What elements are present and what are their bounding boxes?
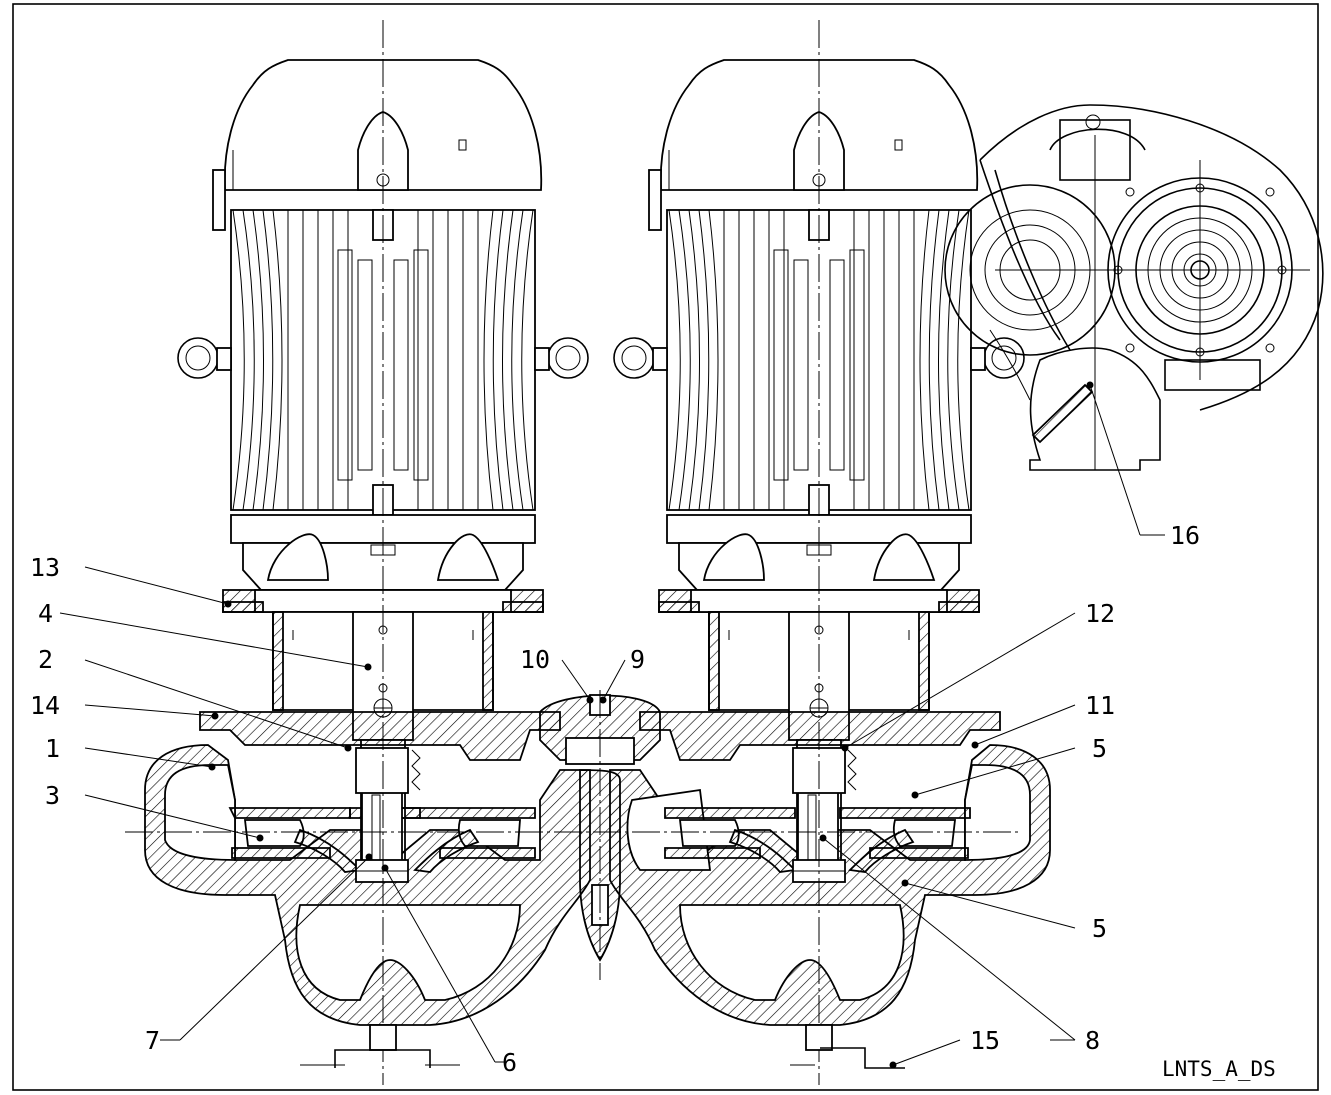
callout-13: 13 bbox=[30, 553, 60, 582]
callout-labels: 13 4 2 14 1 3 7 6 10 9 12 11 5 5 8 15 16 bbox=[30, 521, 1200, 1077]
sheet-border bbox=[12, 3, 1319, 1091]
callout-16: 16 bbox=[1170, 521, 1200, 550]
impeller-right bbox=[664, 747, 971, 883]
drawing-code: LNTS_A_DS bbox=[1162, 1057, 1276, 1081]
callout-8: 8 bbox=[1085, 1026, 1100, 1055]
callout-7: 7 bbox=[145, 1026, 160, 1055]
impeller-left bbox=[228, 747, 536, 883]
callout-4: 4 bbox=[38, 599, 53, 628]
pump-casing bbox=[144, 694, 1051, 1026]
callout-12: 12 bbox=[1085, 599, 1115, 628]
callout-11: 11 bbox=[1085, 691, 1115, 720]
pump-feet bbox=[300, 1024, 905, 1069]
inset-top-view bbox=[944, 104, 1324, 471]
leader-lines bbox=[59, 384, 1165, 1066]
callout-5-lower: 5 bbox=[1092, 914, 1107, 943]
callout-6: 6 bbox=[502, 1048, 517, 1077]
callout-15: 15 bbox=[970, 1026, 1000, 1055]
callout-1: 1 bbox=[45, 734, 60, 763]
callout-3: 3 bbox=[45, 781, 60, 810]
callout-14: 14 bbox=[30, 691, 60, 720]
callout-5-upper: 5 bbox=[1092, 734, 1107, 763]
callout-2: 2 bbox=[38, 645, 53, 674]
callout-9: 9 bbox=[630, 645, 645, 674]
callout-dots bbox=[208, 381, 1094, 1069]
callout-10: 10 bbox=[520, 645, 550, 674]
